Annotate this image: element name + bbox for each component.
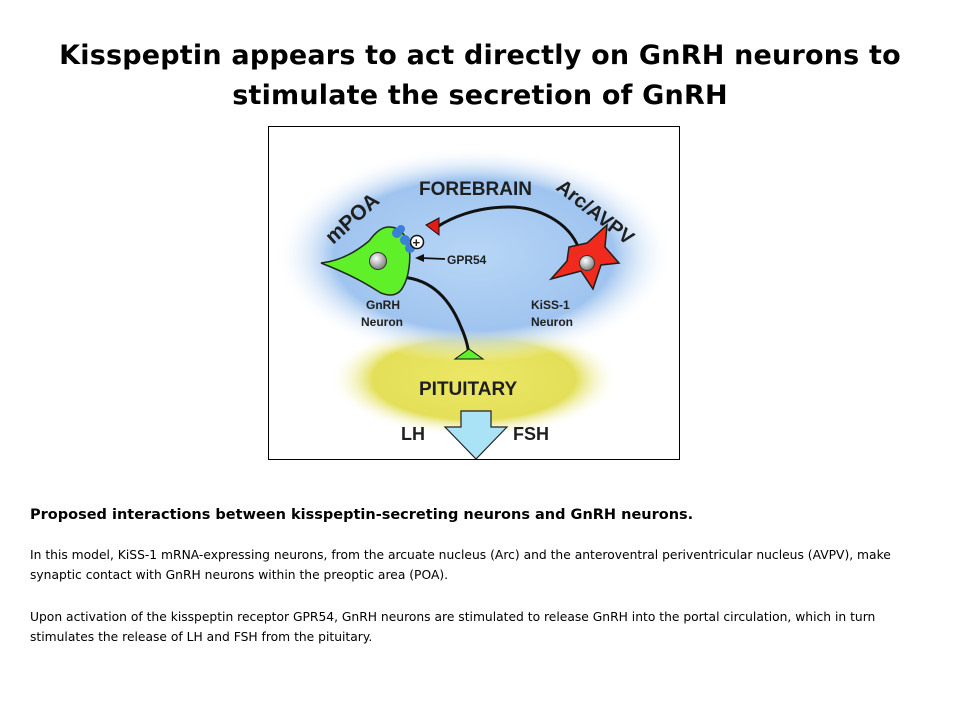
kiss-projection-axon: [436, 205, 581, 250]
receptor-2: [400, 235, 410, 245]
plus-symbol: +: [413, 235, 421, 250]
forebrain-label: FOREBRAIN: [419, 179, 532, 200]
kiss-nucleus: [579, 255, 595, 271]
receptor-4: [397, 225, 405, 233]
gpr54-label: GPR54: [447, 253, 487, 267]
pituitary-label: PITUITARY: [419, 379, 517, 400]
axon-terminal: [425, 217, 440, 237]
caption-heading: Proposed interactions between kisspeptin…: [30, 507, 694, 523]
caption-paragraph-model: In this model, KiSS-1 mRNA-expressing ne…: [30, 548, 891, 582]
forebrain-region: [274, 147, 674, 363]
gnrh-neuron-label-line1: GnRH: [366, 298, 400, 312]
hormone-release-arrow: [443, 410, 509, 459]
fsh-label: FSH: [513, 424, 549, 444]
slide-title-line-1: Kisspeptin appears to act directly on Gn…: [59, 40, 901, 71]
lh-label: LH: [401, 424, 425, 444]
gnrh-nucleus: [369, 252, 387, 270]
kisspeptin-diagram: FOREBRAIN mPOA Arc/AVPV + GPR54 GnRH Neu…: [268, 126, 680, 460]
diagram-canvas: FOREBRAIN mPOA Arc/AVPV + GPR54 GnRH Neu…: [274, 147, 674, 459]
caption-paragraph-activation: Upon activation of the kisspeptin recept…: [30, 610, 876, 644]
gnrh-axon-terminal: [453, 348, 485, 360]
slide-title-line-2: stimulate the secretion of GnRH: [232, 80, 728, 111]
slide-title: Kisspeptin appears to act directly on Gn…: [40, 36, 920, 116]
gnrh-neuron-label-line2: Neuron: [361, 315, 403, 329]
stimulation-plus-sign: [409, 234, 425, 250]
kiss-neuron-label-line1: KiSS-1: [531, 298, 570, 312]
gpr54-pointer: [420, 257, 446, 260]
kiss-neuron-label-line2: Neuron: [531, 315, 573, 329]
gpr54-pointer-head: [415, 254, 424, 262]
